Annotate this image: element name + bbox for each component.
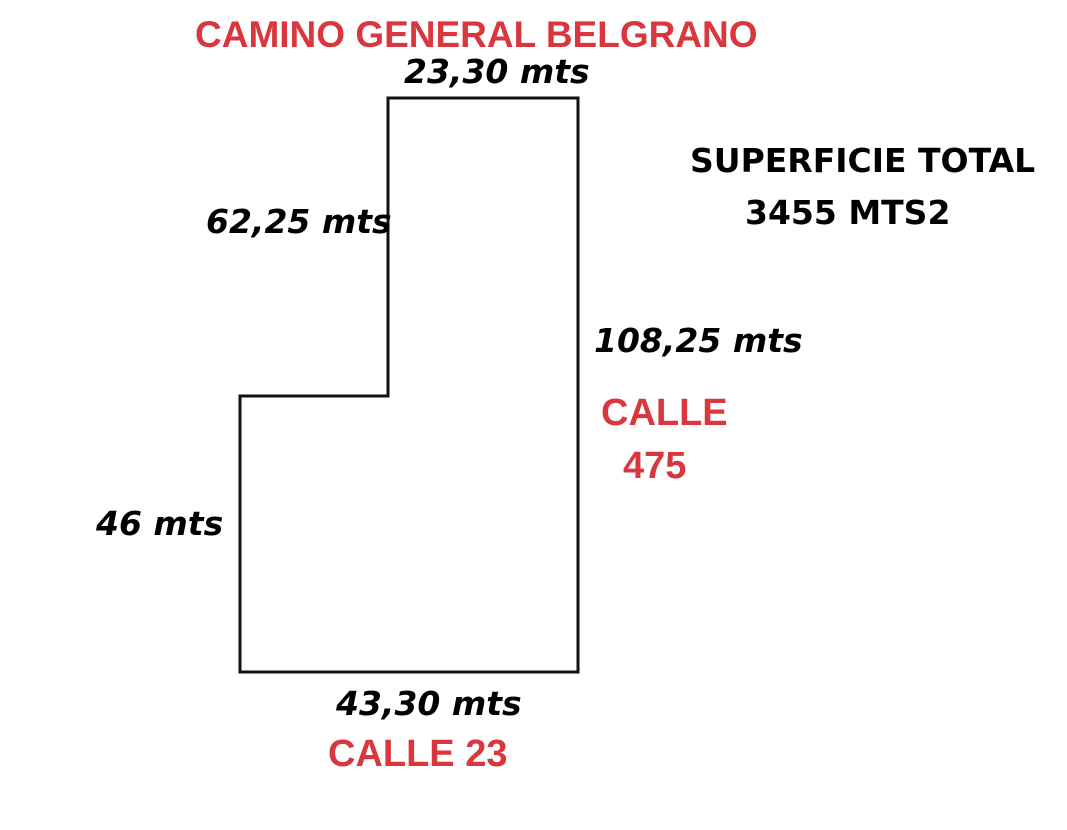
area-value: 3455 MTS2 (745, 193, 951, 232)
lot-boundary (238, 96, 580, 674)
north-street-label: CAMINO GENERAL BELGRANO (195, 14, 758, 55)
lower-left-side-measurement: 46 mts (96, 504, 224, 543)
east-street-label-line-1: CALLE (601, 392, 728, 434)
south-street-label: CALLE 23 (328, 733, 508, 775)
right-side-measurement: 108,25 mts (594, 321, 803, 360)
east-street-label-line-2: 475 (623, 445, 687, 487)
top-side-measurement: 23,30 mts (404, 52, 590, 91)
area-title: SUPERFICIE TOTAL (690, 141, 1036, 180)
upper-left-side-measurement: 62,25 mts (206, 202, 392, 241)
bottom-side-measurement: 43,30 mts (336, 684, 522, 723)
